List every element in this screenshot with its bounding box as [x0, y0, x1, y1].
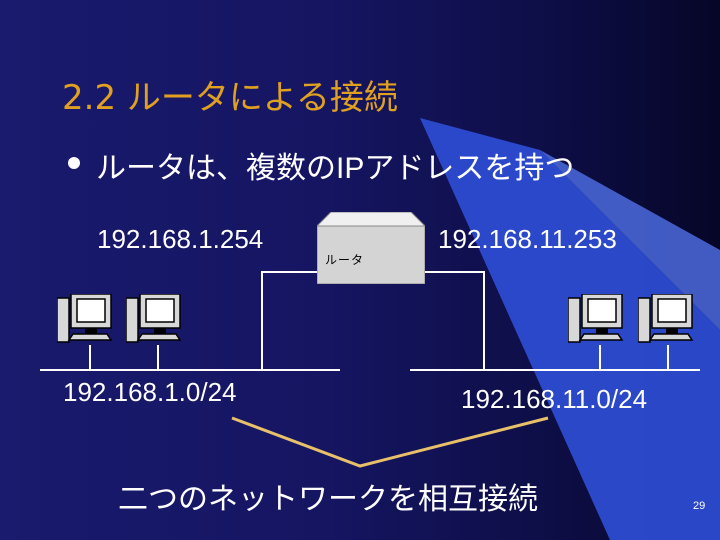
- router-ip-right: 192.168.11.253: [438, 224, 617, 254]
- computer-icon: [638, 294, 694, 343]
- network-address-left: 192.168.1.0/24: [63, 377, 237, 407]
- bullet-text: ルータは、複数のIPアドレスを持つ: [96, 152, 575, 185]
- network-address-right: 192.168.11.0/24: [461, 384, 648, 414]
- router-ip-left: 192.168.1.254: [97, 224, 264, 254]
- router-label: ルータ: [325, 253, 365, 267]
- page-number: 29: [693, 500, 706, 512]
- computer-icon: [57, 294, 113, 343]
- bullet-dot-icon: [68, 157, 80, 169]
- slide-title: 2.2 ルータによる接続: [62, 78, 398, 118]
- computer-icon: [126, 294, 182, 343]
- caption: 二つのネットワークを相互接続: [118, 482, 538, 517]
- router-icon: [317, 212, 425, 284]
- computer-icon: [568, 294, 624, 343]
